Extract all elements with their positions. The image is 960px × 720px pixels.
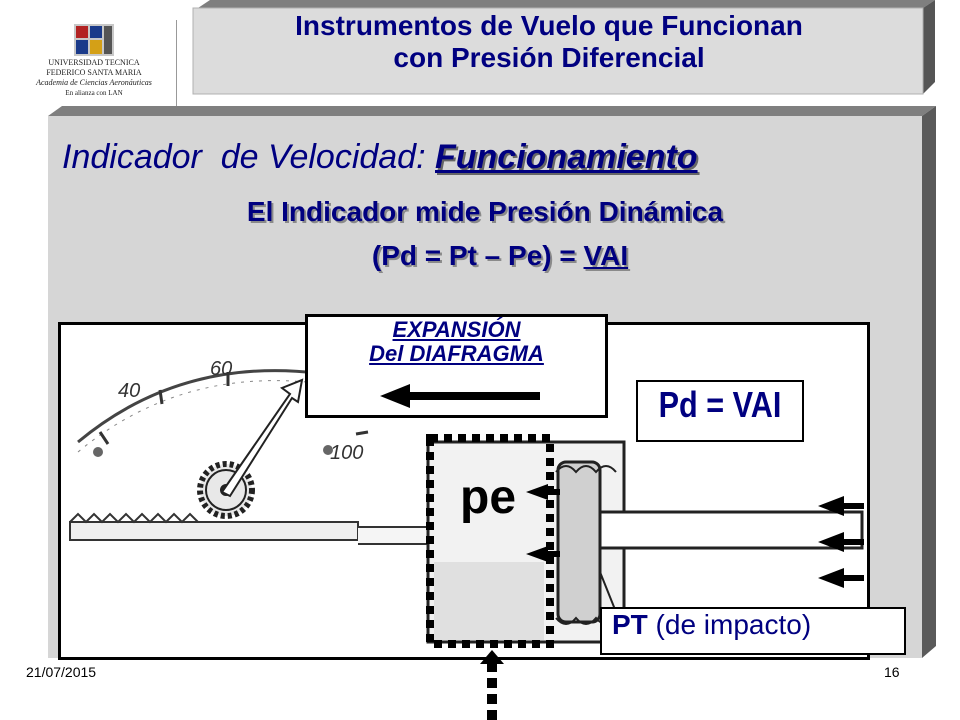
pt-strong: PT bbox=[612, 609, 648, 640]
left-arrow-icon bbox=[380, 384, 540, 408]
logo-line4: En alianza con LAN bbox=[65, 89, 123, 97]
dial-label-40: 40 bbox=[118, 380, 141, 402]
footer-date: 21/07/2015 bbox=[26, 664, 97, 680]
slide-subtitle: Indicador de Velocidad: Funcionamiento bbox=[62, 138, 698, 177]
logo-line1: UNIVERSIDAD TECNICA bbox=[48, 58, 140, 67]
expansion-box bbox=[305, 314, 608, 418]
pd-box bbox=[636, 380, 804, 442]
logo-text: UNIVERSIDAD TECNICA FEDERICO SANTA MARIA… bbox=[14, 58, 174, 98]
header-title: Instrumentos de Vuelo que Funcionan con … bbox=[193, 10, 905, 74]
university-logo bbox=[74, 24, 114, 56]
pt-rest: (de impacto) bbox=[647, 609, 812, 640]
dial-label-60: 60 bbox=[210, 358, 233, 380]
pt-label: PT (de impacto) bbox=[612, 609, 811, 641]
expansion-line1: EXPANSIÓN bbox=[392, 317, 521, 342]
header-bar-3d bbox=[192, 0, 935, 95]
subtitle-plain: Indicador de Velocidad: bbox=[62, 138, 435, 176]
logo-divider bbox=[176, 20, 177, 110]
line2-underlined: VAI bbox=[583, 240, 629, 271]
pd-label: Pd = VAI bbox=[658, 384, 782, 425]
footer-page-number: 16 bbox=[884, 664, 900, 680]
line2-prefix: (Pd = Pt – Pe) = bbox=[371, 240, 584, 271]
expansion-line2: Del DIAFRAGMA bbox=[369, 341, 544, 366]
slide-line1: El Indicador mide Presión Dinámica bbox=[246, 196, 724, 227]
up-arrow-icon bbox=[480, 650, 504, 720]
dial-label-100: 100 bbox=[330, 442, 364, 464]
pt-box bbox=[600, 607, 906, 655]
subtitle-strong: Funcionamiento bbox=[435, 138, 698, 176]
slide-line2: (Pd = Pt – Pe) = VAI bbox=[90, 240, 910, 272]
header-title-line1: Instrumentos de Vuelo que Funcionan bbox=[295, 10, 803, 41]
logo-line2: FEDERICO SANTA MARIA bbox=[46, 68, 142, 77]
pe-label: pe bbox=[460, 471, 517, 524]
expansion-label: EXPANSIÓN Del DIAFRAGMA bbox=[305, 318, 608, 366]
header-title-line2: con Presión Diferencial bbox=[393, 42, 705, 73]
logo-line3: Academia de Ciencias Aeronáuticas bbox=[36, 78, 152, 87]
